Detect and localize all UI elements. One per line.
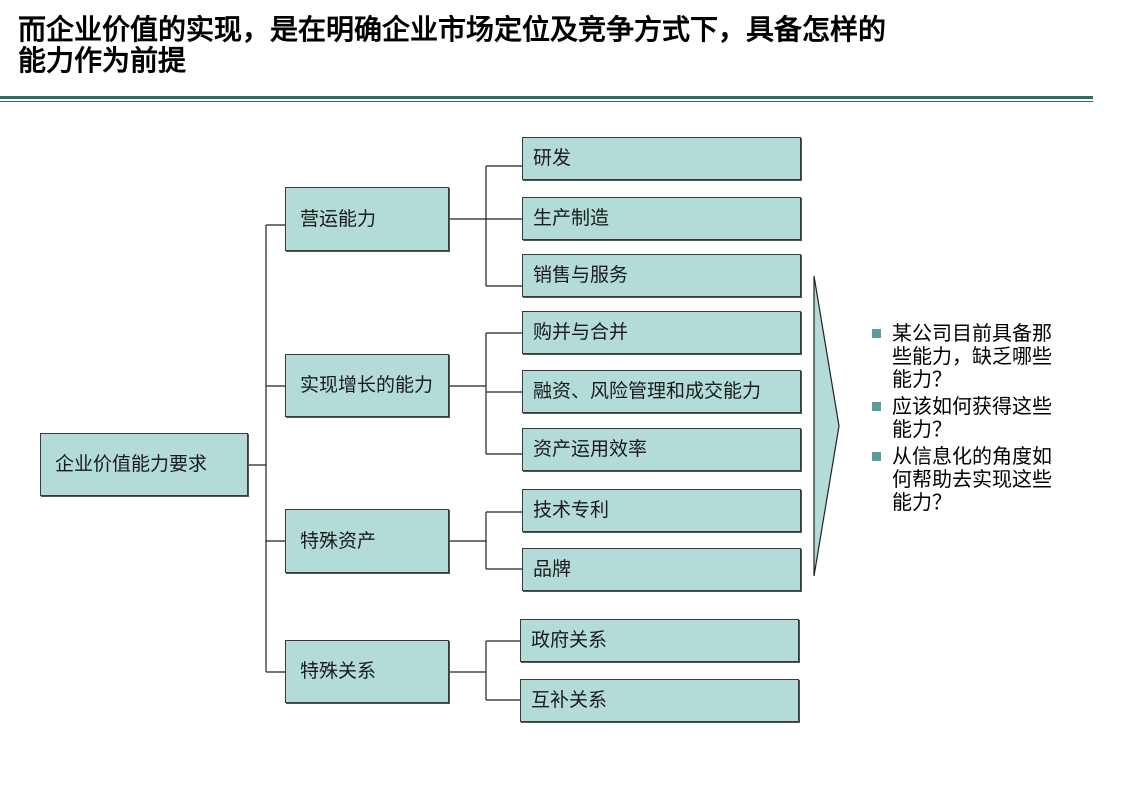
bullet-square-icon [872, 402, 881, 411]
question-text: 应该如何获得这些能力？ [892, 394, 1052, 441]
item-label: 购并与合并 [533, 321, 629, 344]
item-label: 研发 [533, 147, 572, 170]
root-node: 企业价值能力要求 [40, 433, 248, 496]
item-label: 生产制造 [533, 207, 610, 230]
item-node: 技术专利 [522, 489, 801, 532]
item-label: 资产运用效率 [533, 438, 648, 461]
category-node-special-relations: 特殊关系 [285, 640, 449, 703]
question-item: 应该如何获得这些能力？ [872, 395, 1062, 441]
item-node: 政府关系 [520, 619, 799, 662]
item-label: 品牌 [533, 558, 572, 581]
item-label: 融资、风险管理和成交能力 [533, 380, 762, 403]
question-text: 某公司目前具备那些能力，缺乏哪些能力？ [892, 321, 1052, 391]
question-item: 某公司目前具备那些能力，缺乏哪些能力？ [872, 322, 1062, 391]
item-node: 互补关系 [520, 679, 799, 722]
category-node-operations: 营运能力 [285, 187, 449, 251]
category-node-growth: 实现增长的能力 [285, 354, 449, 417]
item-node: 融资、风险管理和成交能力 [522, 370, 801, 413]
bullet-square-icon [872, 329, 881, 338]
item-node: 生产制造 [522, 197, 801, 240]
item-node: 资产运用效率 [522, 428, 801, 471]
item-label: 政府关系 [531, 629, 608, 652]
category-label: 实现增长的能力 [300, 374, 434, 397]
item-label: 销售与服务 [533, 264, 629, 287]
root-node-label: 企业价值能力要求 [55, 453, 208, 476]
category-label: 特殊关系 [300, 660, 377, 683]
item-node: 品牌 [522, 548, 801, 591]
item-node: 销售与服务 [522, 254, 801, 297]
category-node-special-assets: 特殊资产 [285, 509, 449, 573]
question-text: 从信息化的角度如何帮助去实现这些能力？ [892, 444, 1052, 514]
item-node: 购并与合并 [522, 311, 801, 354]
item-label: 互补关系 [531, 689, 608, 712]
bullet-square-icon [872, 452, 881, 461]
title-divider-thin [0, 101, 1093, 102]
category-label: 营运能力 [300, 207, 377, 230]
item-node: 研发 [522, 137, 801, 180]
question-list: 某公司目前具备那些能力，缺乏哪些能力？ 应该如何获得这些能力？ 从信息化的角度如… [872, 322, 1062, 518]
question-item: 从信息化的角度如何帮助去实现这些能力？ [872, 445, 1062, 514]
arrow-chevron [813, 275, 840, 577]
page-title: 而企业价值的实现，是在明确企业市场定位及竞争方式下，具备怎样的能力作为前提 [18, 13, 887, 77]
title-divider [0, 96, 1093, 99]
item-label: 技术专利 [533, 499, 610, 522]
category-label: 特殊资产 [300, 529, 377, 552]
